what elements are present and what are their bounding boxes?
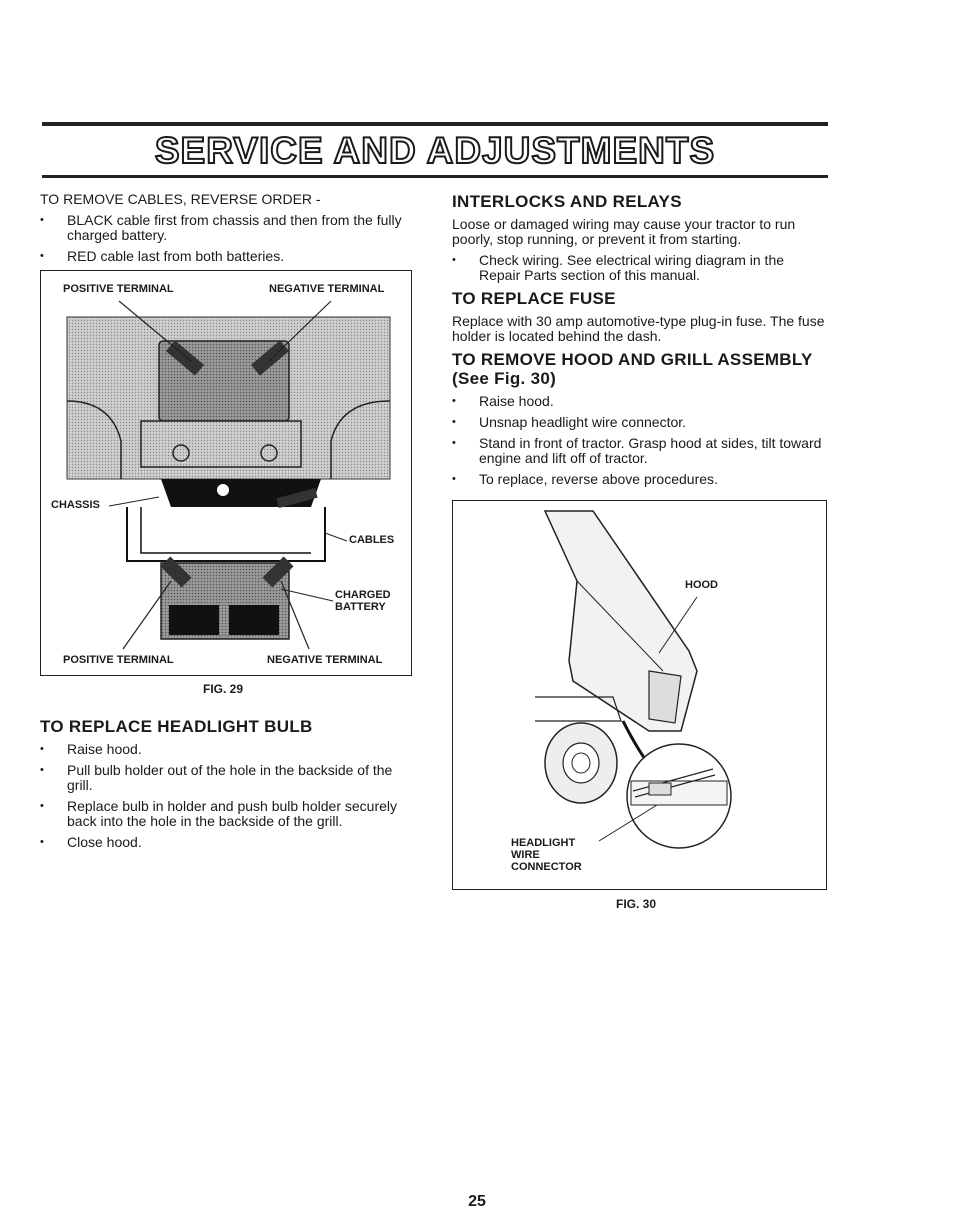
list-item: Pull bulb holder out of the hole in the … xyxy=(40,763,414,793)
headlight-section: TO REPLACE HEADLIGHT BULB Raise hood. Pu… xyxy=(40,717,414,856)
figure-29: POSITIVE TERMINAL NEGATIVE TERMINAL CHAS… xyxy=(40,270,412,676)
list-item: Check wiring. See electrical wiring diag… xyxy=(452,253,828,283)
fig29-negative-terminal-bottom-label: NEGATIVE TERMINAL xyxy=(267,654,383,666)
fig29-cables-label: CABLES xyxy=(349,534,395,546)
fuse-heading: TO REPLACE FUSE xyxy=(452,289,616,308)
list-item: RED cable last from both batteries. xyxy=(40,249,412,265)
hood-list: Raise hood. Unsnap headlight wire connec… xyxy=(452,394,828,488)
interlocks-list: Check wiring. See electrical wiring diag… xyxy=(452,253,828,283)
figure-30: HOOD HEADLIGHT WIRE CONNECTOR xyxy=(452,500,827,890)
list-item: Raise hood. xyxy=(40,742,414,758)
headlight-heading: TO REPLACE HEADLIGHT BULB xyxy=(40,717,313,736)
list-item: To replace, reverse above procedures. xyxy=(452,472,828,488)
right-column: INTERLOCKS AND RELAYS Loose or damaged w… xyxy=(452,192,828,493)
hood-heading: TO REMOVE HOOD AND GRILL ASSEMBLY (See F… xyxy=(452,350,813,388)
interlocks-text: Loose or damaged wiring may cause your t… xyxy=(452,216,796,247)
fig29-charged-battery-label: CHARGED BATTERY xyxy=(335,589,391,613)
remove-cables-intro: TO REMOVE CABLES, REVERSE ORDER - xyxy=(40,191,321,207)
fig29-caption: FIG. 29 xyxy=(203,682,244,696)
fig30-caption: FIG. 30 xyxy=(616,897,657,911)
page-number: 25 xyxy=(468,1193,486,1210)
header-rule-top xyxy=(42,122,828,126)
page-title: SERVICE AND ADJUSTMENTS xyxy=(154,129,716,172)
header-rule-bottom xyxy=(42,175,828,178)
list-item: Unsnap headlight wire connector. xyxy=(452,415,828,431)
list-item: BLACK cable first from chassis and then … xyxy=(40,213,412,243)
list-item: Stand in front of tractor. Grasp hood at… xyxy=(452,436,828,466)
fig29-chassis-label: CHASSIS xyxy=(51,499,100,511)
headlight-list: Raise hood. Pull bulb holder out of the … xyxy=(40,742,414,851)
list-item: Raise hood. xyxy=(452,394,828,410)
fig30-headlight-wire-connector-label: HEADLIGHT WIRE CONNECTOR xyxy=(511,837,582,873)
list-item: Replace bulb in holder and push bulb hol… xyxy=(40,799,414,829)
list-item: Close hood. xyxy=(40,835,414,851)
fig29-positive-terminal-bottom-label: POSITIVE TERMINAL xyxy=(63,654,174,666)
hood-removal-diagram xyxy=(535,510,732,849)
fuse-text: Replace with 30 amp automotive-type plug… xyxy=(452,313,825,344)
remove-cables-list: BLACK cable first from chassis and then … xyxy=(40,213,412,265)
left-column: TO REMOVE CABLES, REVERSE ORDER - BLACK … xyxy=(40,192,412,270)
fig30-hood-label: HOOD xyxy=(685,579,718,591)
battery-jumper-diagram xyxy=(66,300,391,650)
fig29-negative-terminal-top-label: NEGATIVE TERMINAL xyxy=(269,283,385,295)
fig29-positive-terminal-top-label: POSITIVE TERMINAL xyxy=(63,283,174,295)
interlocks-heading: INTERLOCKS AND RELAYS xyxy=(452,192,682,211)
